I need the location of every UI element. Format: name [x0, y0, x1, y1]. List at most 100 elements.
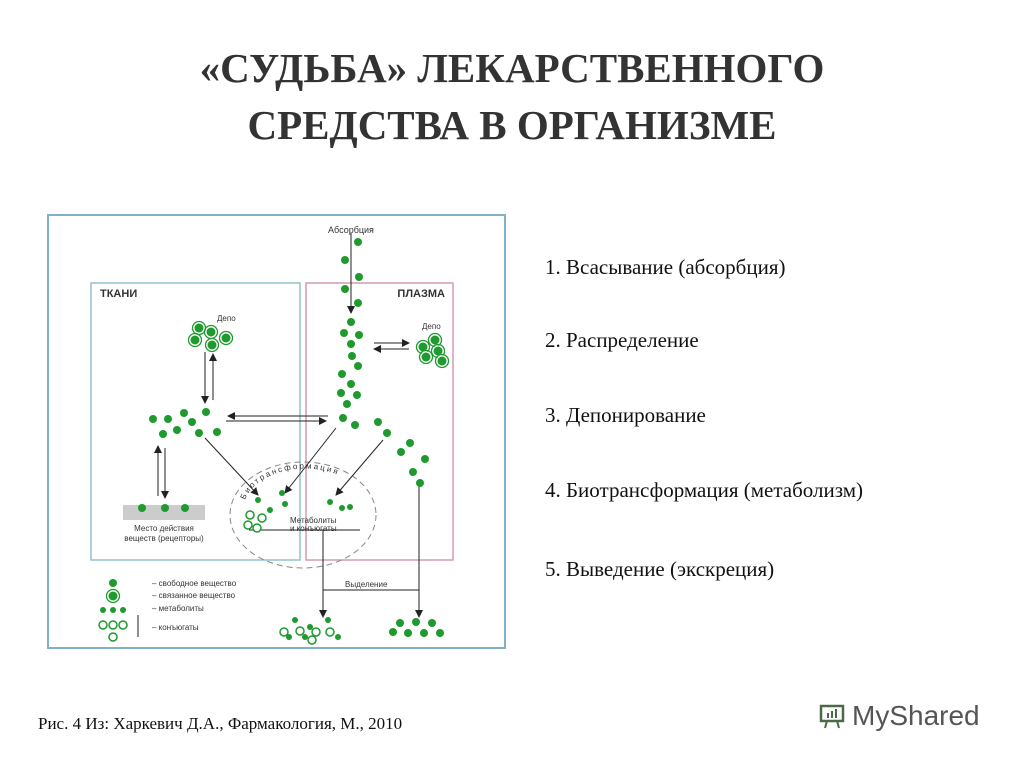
- free-particle: [341, 285, 349, 293]
- free-particle: [338, 370, 346, 378]
- bound-particle: [193, 322, 205, 334]
- free-particle: [173, 426, 181, 434]
- biotransformation-label: Биотрансформация: [239, 462, 341, 501]
- depot-tissue-label: Депо: [217, 314, 236, 323]
- free-particle: [351, 421, 359, 429]
- free-particle: [138, 504, 146, 512]
- free-particle: [213, 428, 221, 436]
- metabolite-particle: [286, 634, 292, 640]
- metabolite-particle: [282, 501, 288, 507]
- bound-particle: [189, 334, 201, 346]
- slide-title-line1: «СУДЬБА» ЛЕКАРСТВЕННОГО: [199, 45, 825, 91]
- metabolite-particle: [279, 490, 285, 496]
- free-particle: [416, 479, 424, 487]
- list-item-absorption: 1. Всасывание (абсорбция): [545, 255, 786, 279]
- free-particle: [348, 352, 356, 360]
- conjugate-particle: [252, 523, 262, 533]
- list-item-distribution: 2. Распределение: [545, 328, 699, 352]
- legend-free: – свободное вещество: [152, 579, 237, 588]
- metabolite-particle: [110, 607, 116, 613]
- conjugate-particle: [245, 510, 255, 520]
- absorption-label: Абсорбция: [328, 225, 374, 235]
- bound-particle-ring: [187, 332, 203, 348]
- conjugate-particle: [279, 627, 289, 637]
- metabolite-particle: [307, 624, 313, 630]
- metabolite-particle: [267, 507, 273, 513]
- metabolite-particle: [120, 607, 126, 613]
- free-particle: [343, 400, 351, 408]
- bound-particle-ring: [105, 588, 121, 604]
- diagram-frame: [47, 214, 506, 649]
- free-particle: [354, 362, 362, 370]
- bound-particle: [206, 339, 218, 351]
- metabolite-particle: [292, 617, 298, 623]
- slide-title-line2: СРЕДСТВА В ОРГАНИЗМЕ: [247, 102, 777, 148]
- free-particle: [188, 418, 196, 426]
- metabolites-label-1: Метаболиты: [290, 516, 337, 525]
- conjugate-particle: [118, 620, 128, 630]
- free-particle: [389, 628, 397, 636]
- free-particle: [406, 439, 414, 447]
- list-item-deposition: 3. Депонирование: [545, 403, 706, 427]
- metabolite-particle: [339, 505, 345, 511]
- free-particle: [355, 273, 363, 281]
- free-particle: [404, 629, 412, 637]
- bound-particle: [429, 334, 441, 346]
- bound-particle-ring: [418, 349, 434, 365]
- free-particle: [383, 429, 391, 437]
- metabolite-particle: [100, 607, 106, 613]
- conjugate-particle: [295, 626, 305, 636]
- list-item-excretion: 5. Выведение (экскреция): [545, 557, 775, 581]
- list-item-biotransformation: 4. Биотрансформация (метаболизм): [545, 478, 863, 502]
- free-particle: [181, 504, 189, 512]
- presentation-icon: [819, 704, 845, 729]
- tissues-label: ТКАНИ: [100, 288, 137, 300]
- free-particle: [355, 331, 363, 339]
- plasma-label: ПЛАЗМА: [397, 288, 445, 300]
- diagram-arrows: [154, 233, 423, 618]
- free-particle: [353, 391, 361, 399]
- free-particle: [409, 468, 417, 476]
- free-particle: [195, 429, 203, 437]
- excretion-label: Выделение: [345, 580, 388, 589]
- free-particle: [339, 414, 347, 422]
- bound-particle: [436, 355, 448, 367]
- free-particle: [347, 318, 355, 326]
- metabolite-particle: [335, 634, 341, 640]
- bound-particle: [220, 332, 232, 344]
- metabolite-particle: [327, 499, 333, 505]
- metabolites-label-2: и конъюгаты: [290, 524, 337, 533]
- free-particle: [374, 418, 382, 426]
- free-particle: [340, 329, 348, 337]
- free-particle: [421, 455, 429, 463]
- logo-text: MyShared: [852, 700, 980, 731]
- bound-particle: [107, 590, 119, 602]
- conjugate-particle: [311, 627, 321, 637]
- legend-bound: – связанное вещество: [152, 591, 236, 600]
- legend-conjugates: – конъюгаты: [152, 623, 199, 632]
- depot-plasma-label: Депо: [422, 322, 441, 331]
- free-particle: [341, 256, 349, 264]
- metabolite-particle: [302, 634, 308, 640]
- free-particle: [202, 408, 210, 416]
- receptor-label-2: веществ (рецепторы): [124, 534, 204, 543]
- bound-particle: [417, 341, 429, 353]
- free-particle: [396, 619, 404, 627]
- bound-particle-ring: [204, 337, 220, 353]
- bound-particle: [420, 351, 432, 363]
- free-particle: [420, 629, 428, 637]
- free-particle: [436, 629, 444, 637]
- legend-metabolites: – метаболиты: [152, 604, 204, 613]
- free-particle: [412, 618, 420, 626]
- free-particle: [180, 409, 188, 417]
- free-particle: [159, 430, 167, 438]
- conjugate-particle: [108, 620, 118, 630]
- free-particle: [397, 448, 405, 456]
- free-particle: [354, 299, 362, 307]
- bound-particle: [205, 326, 217, 338]
- metabolite-particle: [347, 504, 353, 510]
- receptor-label-1: Место действия: [134, 524, 194, 533]
- bound-particle-ring: [434, 353, 450, 369]
- free-particle: [164, 415, 172, 423]
